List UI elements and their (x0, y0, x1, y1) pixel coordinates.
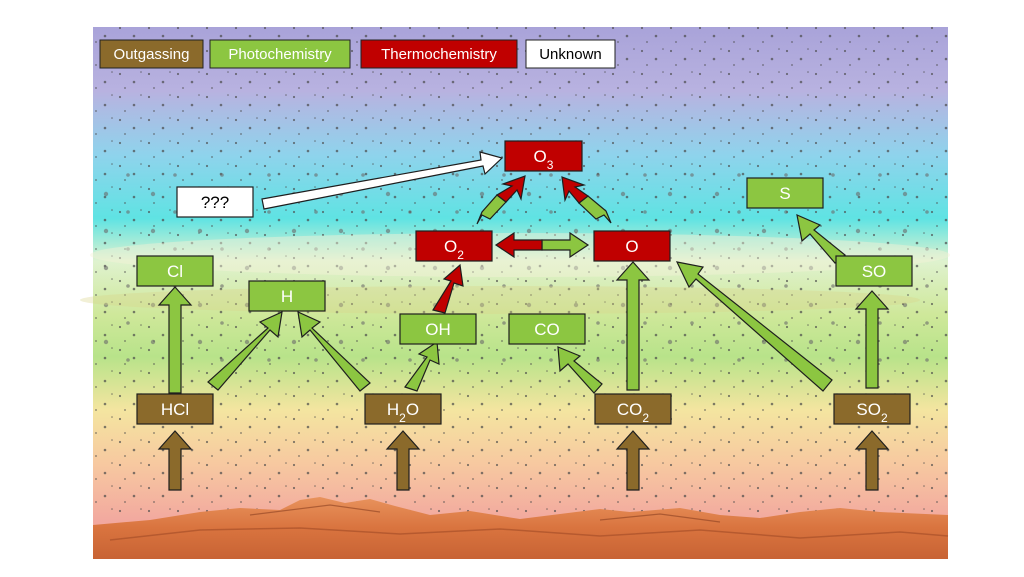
species-oh-box (399, 313, 477, 345)
species-so-label: SO (862, 262, 887, 281)
species-unknown: ??? (176, 186, 254, 218)
arrow-so2-to-so (854, 290, 890, 389)
species-h: H (248, 280, 326, 312)
legend-thermochemistry: Thermochemistry (360, 39, 518, 69)
species-o3-subscript: 3 (547, 158, 554, 172)
outgassing-arrow-h2o (385, 430, 421, 491)
species-o2: O2 (415, 230, 493, 262)
species-so: SO (835, 255, 913, 287)
species-cl-box (136, 255, 214, 287)
species-o2-label: O2 (444, 237, 464, 262)
arrow-hcl-to-cl (157, 286, 193, 394)
species-so2-base: SO (856, 400, 881, 419)
arrow-o3-o2-red-half (495, 175, 526, 203)
arrow-so2-to-o (675, 261, 833, 392)
legend-outgassing: Outgassing (99, 39, 204, 69)
outgassing-arrow-co2 (615, 430, 651, 491)
species-oh-label: OH (425, 320, 451, 339)
species-so2-subscript: 2 (881, 411, 888, 425)
legend: Outgassing Photochemistry Thermochemistr… (99, 39, 616, 69)
outgassing-arrow-so2 (854, 430, 890, 491)
unknown-arrows (261, 151, 504, 210)
outgassing-arrows (157, 430, 890, 491)
species-h2o-subscript: 2 (399, 411, 406, 425)
arrow-o2-o-red-half (494, 231, 543, 259)
legend-unknown-label: Unknown (539, 46, 602, 63)
photochemistry-arrows (157, 194, 890, 394)
arrow-unknown-to-o3 (261, 151, 504, 210)
arrow-o2-o-green-half (541, 231, 590, 259)
species-h-label: H (281, 287, 293, 306)
legend-unknown: Unknown (525, 39, 616, 69)
species-h-box (248, 280, 326, 312)
species-o-label: O (625, 237, 638, 256)
terrain (93, 497, 949, 559)
species-co2-subscript: 2 (642, 411, 649, 425)
species-o3-label: O3 (534, 147, 554, 172)
arrow-so-to-s (796, 213, 846, 264)
arrow-o3-o-red-half (561, 176, 590, 204)
species-co2-label: CO2 (617, 400, 650, 425)
species-o2-base: O (444, 237, 457, 256)
legend-outgassing-label: Outgassing (114, 46, 190, 63)
species-s: S (746, 177, 824, 209)
species-co-box (508, 313, 586, 345)
arrow-hcl-to-h (207, 310, 283, 391)
arrow-h2o-to-h (297, 310, 371, 392)
species-cl: Cl (136, 255, 214, 287)
species-oh: OH (399, 313, 477, 345)
species-s-label: S (779, 184, 790, 203)
legend-photochemistry: Photochemistry (209, 39, 351, 69)
species-o2-box (415, 230, 493, 262)
species-co: CO (508, 313, 586, 345)
legend-unknown-swatch (525, 39, 616, 69)
species-h2o: H2O (364, 393, 442, 425)
species-hcl-label: HCl (161, 400, 189, 419)
arrow-h2o-to-oh (404, 340, 440, 392)
species-o3: O3 (504, 140, 583, 172)
species-boxes: O3 O2 O ??? S Cl H (136, 140, 913, 425)
species-co2-base: CO (617, 400, 643, 419)
species-h2o-base: H (387, 400, 399, 419)
legend-photochemistry-label: Photochemistry (228, 46, 332, 63)
species-co2: CO2 (594, 393, 672, 425)
species-so2-label: SO2 (856, 400, 888, 425)
species-so2-box (833, 393, 911, 425)
species-co2-box (594, 393, 672, 425)
arrow-co2-to-co (557, 346, 603, 394)
species-so-box (835, 255, 913, 287)
species-unknown-box (176, 186, 254, 218)
species-unknown-label: ??? (201, 193, 229, 212)
thermochemistry-arrows (432, 175, 590, 314)
arrow-oh-to-o2 (432, 263, 464, 314)
sky-background (80, 27, 950, 559)
species-hcl-box (136, 393, 214, 425)
species-co-label: CO (534, 320, 560, 339)
species-hcl: HCl (136, 393, 214, 425)
legend-thermochemistry-label: Thermochemistry (381, 46, 497, 63)
species-o: O (593, 230, 671, 262)
arrow-co2-to-o (615, 261, 651, 391)
species-o3-box (504, 140, 583, 172)
legend-photochemistry-swatch (209, 39, 351, 69)
species-o2-subscript: 2 (457, 248, 464, 262)
species-o3-base: O (534, 147, 547, 166)
species-s-box (746, 177, 824, 209)
outgassing-arrow-hcl (157, 430, 193, 491)
species-h2o-tail: O (406, 400, 419, 419)
legend-outgassing-swatch (99, 39, 204, 69)
species-o-box (593, 230, 671, 262)
species-so2: SO2 (833, 393, 911, 425)
species-h2o-label: H2O (387, 400, 419, 425)
species-cl-label: Cl (167, 262, 183, 281)
species-h2o-box (364, 393, 442, 425)
legend-thermochemistry-swatch (360, 39, 518, 69)
